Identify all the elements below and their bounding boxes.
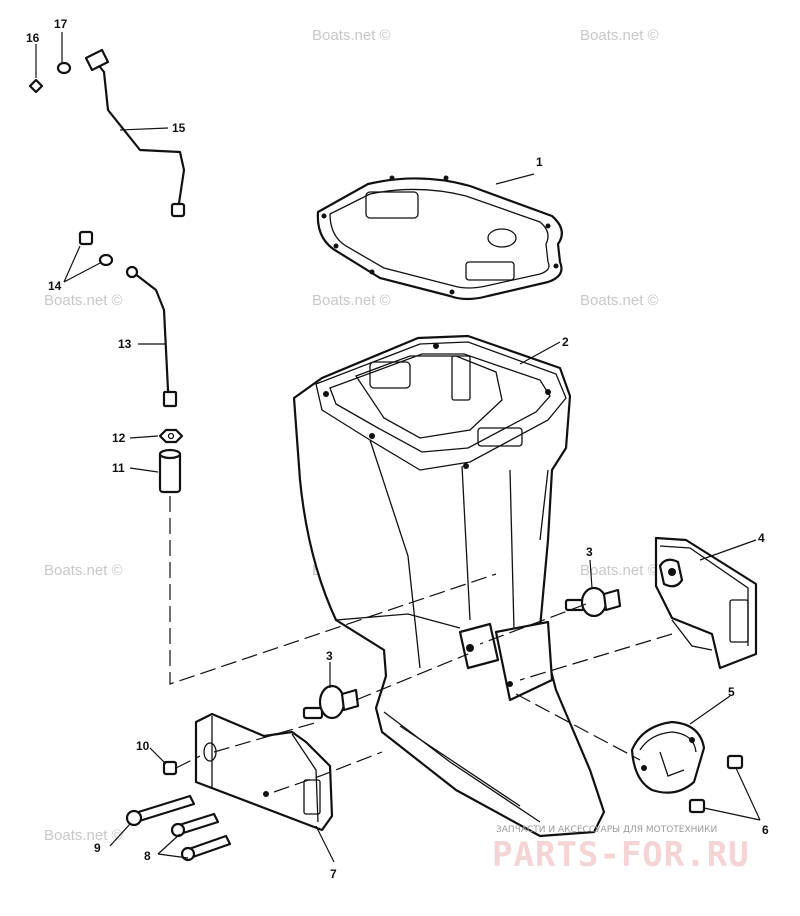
watermark: Boats.net © [44, 562, 123, 579]
callout-7: 7 [330, 867, 337, 881]
part-1-gasket [316, 175, 563, 301]
brand-footer: ЗАПЧАСТИ И АКСЕССУАРЫ ДЛЯ МОТОТЕХНИКИ PA… [492, 825, 750, 875]
brand-tagline: ЗАПЧАСТИ И АКСЕССУАРЫ ДЛЯ МОТОТЕХНИКИ [496, 825, 717, 835]
part-6-bolts [688, 754, 744, 814]
callout-6: 6 [762, 823, 769, 837]
watermark: Boats.net © [44, 827, 123, 844]
assembly-lines [169, 496, 673, 793]
callout-5: 5 [728, 685, 735, 699]
callout-4: 4 [758, 531, 765, 545]
watermark: Boats.net © [44, 292, 123, 309]
watermark: Boats.net © [312, 27, 391, 44]
callout-15: 15 [172, 121, 186, 135]
callout-labels: 1 2 3 3 4 5 6 7 8 9 10 11 12 13 14 15 16… [26, 17, 769, 881]
part-15-shift-rod [84, 48, 186, 218]
callout-10: 10 [136, 739, 150, 753]
watermark: Boats.net © [580, 27, 659, 44]
callout-14: 14 [48, 279, 62, 293]
callout-16: 16 [26, 31, 40, 45]
part-12-nut [158, 428, 184, 444]
callout-9: 9 [94, 841, 101, 855]
brand-logo: PARTS-FOR.RU [492, 835, 750, 875]
callout-3-lower: 3 [326, 649, 333, 663]
callout-1: 1 [536, 155, 543, 169]
callout-2: 2 [562, 335, 569, 349]
part-9-long-bolt [125, 794, 196, 827]
callout-3-upper: 3 [586, 545, 593, 559]
part-14-screw-and-washer [78, 230, 114, 267]
part-11-spacer [158, 448, 182, 494]
part-7-lower-bracket [194, 712, 334, 832]
part-3-rubber-mount-upper [564, 586, 622, 618]
part-5-mount-cover [630, 720, 706, 794]
part-2-driveshaft-housing [292, 334, 606, 838]
watermark: Boats.net © [580, 292, 659, 309]
part-8-bolts [170, 812, 232, 862]
part-4-mount-bracket [654, 536, 758, 670]
callout-11: 11 [112, 461, 125, 475]
watermark: Boats.net © [312, 292, 391, 309]
part-13-link-rod [125, 265, 178, 408]
leader-lines [35, 32, 761, 863]
part-3-rubber-mount-lower [302, 684, 360, 720]
callout-13: 13 [118, 337, 132, 351]
callout-8: 8 [144, 849, 151, 863]
callout-17: 17 [54, 17, 68, 31]
watermark: Boats.net © [580, 562, 659, 579]
part-17-washer [56, 61, 72, 75]
callout-12: 12 [112, 431, 126, 445]
part-16-nut [28, 78, 44, 94]
